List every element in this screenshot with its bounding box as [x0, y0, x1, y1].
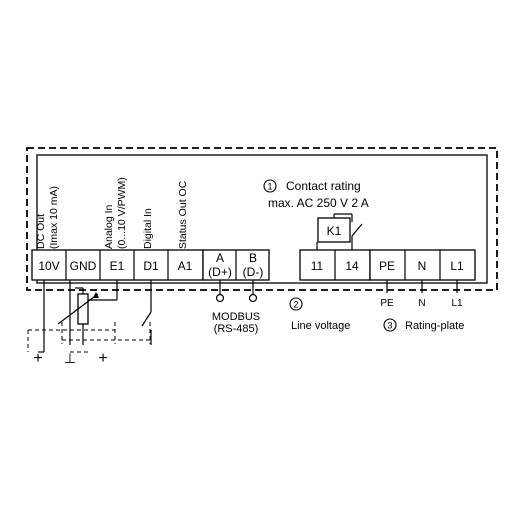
contact-rating-title: Contact rating — [286, 179, 361, 193]
potentiometer — [57, 287, 99, 345]
callout-2-number: 2 — [293, 300, 298, 310]
controller-frame — [36, 154, 488, 284]
modbus-a-connector — [215, 293, 225, 303]
terminal-10v: 10V — [38, 259, 59, 273]
modbus-label: MODBUS — [212, 311, 260, 323]
callout-2-circle — [289, 297, 303, 311]
terminal-block-power — [369, 249, 476, 281]
ground-symbol: ⊥ — [64, 350, 76, 366]
terminal-a1: A1 — [178, 259, 193, 273]
terminal-11: 11 — [311, 259, 324, 273]
terminal-e1: E1 — [110, 259, 125, 273]
plus-symbol-dc: + — [33, 350, 42, 367]
supply-pe: PE — [380, 298, 394, 309]
callout-3-number: 3 — [387, 321, 392, 331]
callout-1-number: 1 — [267, 182, 272, 192]
supply-n: N — [418, 298, 425, 309]
label-dc-out: DC Out — [35, 214, 47, 249]
label-analog-range: (0...10 V/PWM) — [116, 177, 128, 249]
plus-symbol-analog: + — [98, 350, 107, 367]
relay-k1: K1 — [316, 213, 363, 250]
terminal-b: B — [249, 251, 257, 265]
terminal-b-dminus: (D-) — [243, 265, 264, 279]
line-voltage-label: Line voltage — [291, 320, 350, 332]
terminal-a-dplus: (D+) — [208, 265, 232, 279]
label-dc-out-current: (Imax 10 mA) — [48, 186, 60, 249]
relay-label: K1 — [327, 224, 342, 238]
callout-1-circle — [263, 179, 277, 193]
contact-rating-value: max. AC 250 V 2 A — [268, 196, 369, 210]
terminal-block-signal — [31, 249, 204, 281]
terminal-pe: PE — [379, 259, 395, 273]
label-analog-in: Analog In — [103, 204, 115, 249]
modbus-b-connector — [248, 293, 258, 303]
rating-plate-label: Rating-plate — [405, 320, 464, 332]
terminal-d1: D1 — [143, 259, 159, 273]
supply-l1: L1 — [451, 298, 463, 309]
terminal-l1: L1 — [450, 259, 464, 273]
label-digital-in: Digital In — [142, 208, 154, 249]
terminal-n: N — [418, 259, 427, 273]
modbus-protocol: (RS-485) — [214, 323, 259, 335]
terminal-a: A — [216, 251, 224, 265]
terminal-gnd: GND — [70, 259, 97, 273]
housing-outline — [26, 147, 498, 291]
callout-3-circle — [383, 318, 397, 332]
label-status-out: Status Out OC — [177, 180, 189, 249]
terminal-14: 14 — [345, 259, 359, 273]
